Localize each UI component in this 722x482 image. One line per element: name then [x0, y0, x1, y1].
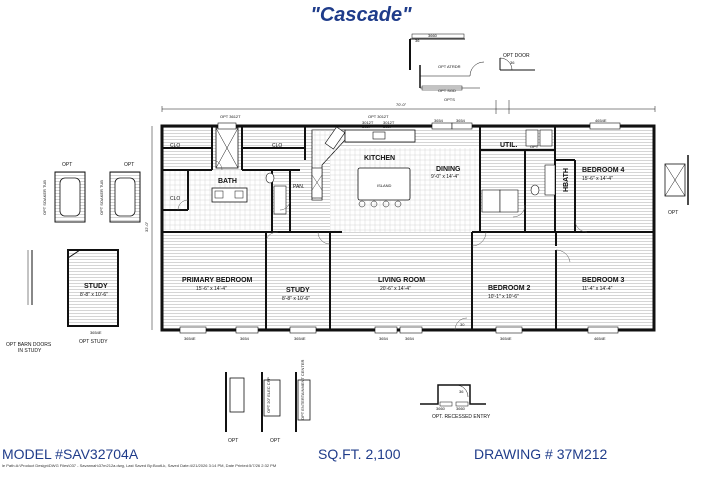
- door-30: 30: [460, 322, 465, 327]
- opt-study-room-size: 8'-8" x 10'-6": [80, 292, 108, 298]
- island-label: ISLAND: [377, 183, 392, 188]
- bedroom2-size: 10'-1" x 10'-6": [488, 294, 519, 300]
- opt-soaker-tubs: OPT SOAKER TUB OPT SOAKER TUB: [42, 171, 141, 223]
- bath-label: BATH: [218, 178, 237, 185]
- entry-door-36: 36: [459, 389, 464, 394]
- barn-doors-label-2: IN STUDY: [18, 348, 42, 354]
- clo-label-1: CLO: [170, 143, 180, 149]
- bath-fixtures: [211, 127, 287, 215]
- recessed-entry-label: OPT. RECESSED ENTRY: [432, 414, 491, 420]
- window-3654-b: 3654: [456, 118, 466, 123]
- opt-fireplace-label: OPT 20" ELEC CFP: [266, 377, 271, 413]
- kitchen-window-3027-a: 3027: [362, 124, 372, 129]
- window-bot-1: 3654E: [184, 336, 196, 341]
- interior-walls: [162, 126, 654, 330]
- file-path: le Path:A:\Product Design\DWG Files\037 …: [2, 463, 277, 468]
- opt-door-label: OPT DOOR: [503, 53, 530, 59]
- pantry-label: PAN.: [293, 184, 304, 190]
- opt-atrdr-label: OPT ATRDR: [438, 64, 461, 69]
- opt-bottom-1: OPT: [228, 438, 238, 444]
- door-swings: [177, 159, 588, 331]
- bedroom3-label: BEDROOM 3: [582, 277, 625, 284]
- primary-bedroom-size: 15'-6" x 14'-4": [196, 286, 227, 292]
- opt-left-1: OPT: [62, 162, 72, 168]
- opt-fireplace-sketch: OPT 20" ELEC CFP OPT ENTERTAINMENT CENTE…: [225, 360, 311, 432]
- dining-label: DINING: [436, 166, 461, 173]
- window-bot-4: 3654: [379, 336, 389, 341]
- kitchen-counter: ISLAND: [311, 126, 416, 208]
- hbath-fixtures: [481, 129, 556, 213]
- plan-title: "Cascade": [310, 4, 412, 26]
- bedroom4-label: BEDROOM 4: [582, 167, 625, 174]
- square-footage: SQ.FT. 2,100: [318, 446, 401, 462]
- study-window: 3654E: [90, 330, 102, 335]
- living-room-label: LIVING ROOM: [378, 277, 425, 284]
- top-windows: [217, 122, 621, 130]
- study-label: STUDY: [286, 287, 310, 294]
- window-4654e-top: 4654E: [595, 118, 607, 123]
- window-bot-3: 3654E: [294, 336, 306, 341]
- opt-right-fixture: [664, 155, 689, 205]
- window-bot-2: 3654: [240, 336, 250, 341]
- opt-right-label: OPT: [668, 210, 678, 216]
- depth-dimension: 32'-0": [144, 221, 149, 232]
- door-label-36: 36: [415, 38, 420, 43]
- dining-size: 9'-0" x 14'-4": [431, 174, 459, 180]
- kitchen-window-3027-b: 3027: [383, 124, 393, 129]
- opt-recessed-entry: [420, 384, 486, 407]
- opt-bottom-2: OPT: [270, 438, 280, 444]
- opt-tub-label-2: OPT SOAKER TUB: [99, 180, 104, 215]
- bottom-windows: [179, 326, 619, 334]
- opts-label: OPTS: [444, 97, 455, 102]
- entry-window-3660-a: 3660: [436, 406, 446, 411]
- opt-sgd-label: OPT SGD: [438, 88, 456, 93]
- entry-window-3660-b: 3660: [456, 406, 466, 411]
- dimension-lines: 70'-0" 32'-0": [144, 102, 656, 330]
- opt-study-label: OPT STUDY: [79, 339, 108, 345]
- opt-door-sketches: 3660 36 36 OPT DOOR OPT ATRDR OPT SGD OP…: [409, 33, 535, 114]
- window-opt-3612t: OPT 3612T: [220, 114, 241, 119]
- kitchen-island: [357, 167, 411, 201]
- opt-right-small: OPT: [530, 144, 539, 149]
- model-number: MODEL #SAV32704A: [2, 446, 139, 462]
- window-bot-5: 3654: [405, 336, 415, 341]
- opt-study-room: STUDY: [84, 283, 108, 290]
- bedroom4-size: 15'-6" x 14'-4": [582, 176, 613, 182]
- opt-left-2: OPT: [124, 162, 134, 168]
- clo-label-2: CLO: [272, 143, 282, 149]
- clo-label-3: CLO: [170, 196, 180, 202]
- kitchen-window-3012t-a: 3012T: [362, 120, 374, 125]
- window-3654-a: 3654: [434, 118, 444, 123]
- door-label-36b: 36: [510, 60, 515, 65]
- window-bot-7: 4654E: [594, 336, 606, 341]
- bedroom2-label: BEDROOM 2: [488, 285, 531, 292]
- opt-study-sketch: [27, 249, 119, 327]
- opt-tub-label-1: OPT SOAKER TUB: [42, 180, 47, 215]
- barn-doors-label-1: OPT BARN DOORS: [6, 342, 52, 348]
- drawing-number: DRAWING # 37M212: [474, 446, 608, 462]
- living-room-size: 20'-6" x 14'-4": [380, 286, 411, 292]
- util-label: UTIL.: [500, 142, 518, 149]
- study-size: 8'-8" x 10'-6": [282, 296, 310, 302]
- window-bot-6: 3654E: [500, 336, 512, 341]
- door-label-3660: 3660: [428, 33, 438, 38]
- opt-entertainment-label: OPT ENTERTAINMENT CENTER: [300, 360, 305, 420]
- kitchen-label: KITCHEN: [364, 155, 395, 162]
- bedroom3-size: 11'-4" x 14'-4": [582, 286, 613, 292]
- kitchen-window-opt: OPT 3012T: [368, 114, 389, 119]
- width-dimension: 70'-0": [396, 102, 407, 107]
- kitchen-window-3012t-b: 3012T: [383, 120, 395, 125]
- primary-bedroom-label: PRIMARY BEDROOM: [182, 277, 253, 284]
- sink-icon: [372, 131, 386, 140]
- hbath-label: HBATH: [563, 168, 570, 192]
